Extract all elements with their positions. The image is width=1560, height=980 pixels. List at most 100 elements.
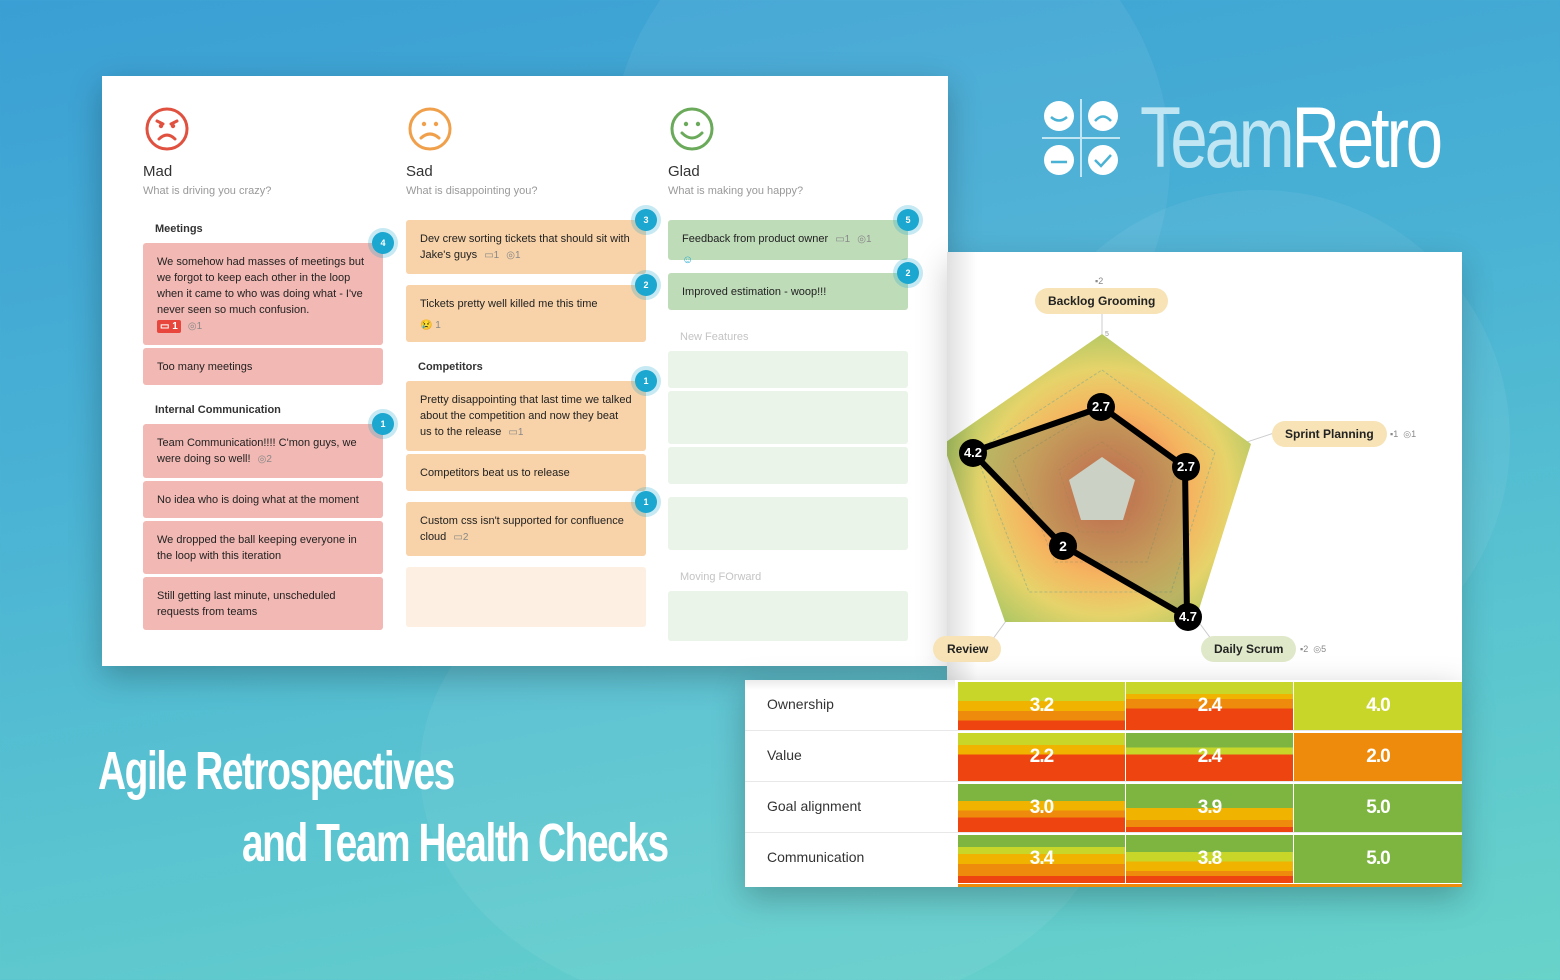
- comment-count[interactable]: ▭1: [508, 427, 524, 438]
- heat-cell[interactable]: 2.2: [958, 733, 1125, 781]
- heat-cell[interactable]: 3.0: [958, 784, 1125, 832]
- radar-meta[interactable]: ▪2 ◎5: [1300, 644, 1327, 654]
- radar-axis-sprint-planning[interactable]: Sprint Planning: [1272, 421, 1387, 447]
- group-title[interactable]: Competitors: [418, 361, 483, 373]
- angry-face-icon: [145, 107, 189, 151]
- heat-cell[interactable]: 5.0: [1294, 835, 1462, 883]
- panel-shadow: [947, 252, 977, 682]
- radar-meta[interactable]: ▪1 ◎1: [1390, 429, 1417, 439]
- placeholder-card: [668, 351, 908, 388]
- retro-card[interactable]: Still getting last minute, unscheduled r…: [143, 577, 383, 630]
- logo-mark-icon: [1042, 99, 1120, 177]
- health-row[interactable]: Goal alignment 3.0 3.9 5.0: [745, 782, 1462, 833]
- health-check-table: Ownership 3.2 2.4 4.0 Value 2.2 2.4 2.0 …: [745, 680, 1462, 887]
- vote-badge[interactable]: 5: [897, 209, 919, 231]
- row-label: Communication: [767, 849, 865, 865]
- column-glad: Glad What is making you happy? Feedback …: [668, 106, 919, 644]
- svg-text:5: 5: [1105, 331, 1109, 338]
- comment-count[interactable]: ▭2: [453, 532, 469, 543]
- column-subtitle: What is disappointing you?: [406, 185, 538, 197]
- retro-card[interactable]: Competitors beat us to release: [406, 454, 646, 491]
- retro-board: Mad What is driving you crazy? Meetings …: [102, 76, 948, 666]
- happy-face-icon: [670, 107, 714, 151]
- heat-cell[interactable]: 2.4: [1126, 733, 1293, 781]
- heat-cell[interactable]: 5.0: [1294, 784, 1462, 832]
- retro-card[interactable]: Improved estimation - woop!!! 2: [668, 262, 919, 310]
- heat-cell[interactable]: 2.0: [1294, 733, 1462, 781]
- row-label: Value: [767, 747, 802, 763]
- retro-card[interactable]: We somehow had masses of meetings but we…: [143, 232, 394, 345]
- column-mad: Mad What is driving you crazy? Meetings …: [143, 106, 394, 633]
- group-title[interactable]: Moving FOrward: [680, 571, 762, 583]
- radar-axis-backlog-grooming[interactable]: Backlog Grooming: [1035, 288, 1169, 314]
- brand-name: TeamRetro: [1140, 90, 1443, 186]
- retro-card[interactable]: Pretty disappointing that last time we t…: [406, 370, 657, 451]
- placeholder-card: [668, 591, 908, 641]
- radar-axis-review[interactable]: Review: [933, 636, 1002, 662]
- heat-cell[interactable]: 4.0: [1294, 682, 1462, 730]
- retro-card[interactable]: Team Communication!!!! C'mon guys, we we…: [143, 413, 394, 478]
- reaction-count[interactable]: 😢 1: [420, 320, 441, 331]
- retro-card[interactable]: Tickets pretty well killed me this time …: [406, 274, 657, 342]
- comment-count[interactable]: ▭1: [835, 234, 851, 245]
- row-label: Ownership: [767, 696, 834, 712]
- check-count[interactable]: ◎1: [187, 321, 203, 332]
- retro-card[interactable]: No idea who is doing what at the moment: [143, 481, 383, 518]
- retro-card[interactable]: We dropped the ball keeping everyone in …: [143, 521, 383, 574]
- column-sad: Sad What is disappointing you? Dev crew …: [406, 106, 657, 630]
- placeholder-card: [668, 447, 908, 484]
- shadow: [745, 680, 955, 690]
- column-title: Glad: [668, 163, 700, 180]
- tagline-line2: and Team Health Checks: [242, 813, 669, 873]
- vote-badge[interactable]: 2: [635, 274, 657, 296]
- health-row[interactable]: Communication 3.4 3.8 5.0: [745, 833, 1462, 883]
- vote-badge[interactable]: 2: [897, 262, 919, 284]
- heat-cell[interactable]: 2.4: [1126, 682, 1293, 730]
- retro-card[interactable]: Dev crew sorting tickets that should sit…: [406, 209, 657, 274]
- heat-cell[interactable]: 3.9: [1126, 784, 1293, 832]
- vote-badge[interactable]: 4: [372, 232, 394, 254]
- radar-value-fifth: 4.2: [959, 439, 987, 467]
- retro-card[interactable]: Feedback from product owner ▭1 ◎1 ☺ 5: [668, 209, 919, 266]
- heat-cell[interactable]: 3.8: [1126, 835, 1293, 883]
- column-subtitle: What is driving you crazy?: [143, 185, 272, 197]
- health-row[interactable]: Value 2.2 2.4 2.0: [745, 731, 1462, 782]
- comment-count[interactable]: ▭1: [484, 250, 500, 261]
- comment-count-badge[interactable]: ▭ 1: [157, 320, 181, 333]
- vote-badge[interactable]: 1: [635, 491, 657, 513]
- vote-badge[interactable]: 3: [635, 209, 657, 231]
- vote-badge[interactable]: 1: [372, 413, 394, 435]
- column-title: Sad: [406, 163, 433, 180]
- check-count[interactable]: ◎1: [506, 250, 521, 261]
- radar-value-daily: 4.7: [1174, 603, 1202, 631]
- radar-chart: 5: [947, 300, 1278, 648]
- add-reaction-icon[interactable]: ☺: [682, 254, 694, 266]
- heat-cell[interactable]: 3.2: [958, 682, 1125, 730]
- radar-chart-panel: 5 2.7 2.7 4.7 2 4.2 ▪2 Backlog Grooming …: [933, 252, 1462, 682]
- check-count[interactable]: ◎1: [857, 234, 872, 245]
- row-label: Goal alignment: [767, 798, 862, 814]
- radar-value-backlog: 2.7: [1087, 393, 1115, 421]
- group-title[interactable]: Meetings: [155, 223, 203, 235]
- column-title: Mad: [143, 163, 173, 180]
- sad-face-icon: [408, 107, 452, 151]
- tagline-line1: Agile Retrospectives: [98, 741, 455, 801]
- radar-axis-daily-scrum[interactable]: Daily Scrum: [1201, 636, 1297, 662]
- radar-value-review: 2: [1049, 532, 1077, 560]
- group-title[interactable]: New Features: [680, 331, 749, 343]
- vote-badge[interactable]: 1: [635, 370, 657, 392]
- teamretro-logo: TeamRetro: [1042, 90, 1525, 186]
- health-row[interactable]: Ownership 3.2 2.4 4.0: [745, 680, 1462, 731]
- retro-card[interactable]: Custom css isn't supported for confluenc…: [406, 491, 657, 556]
- radar-value-sprint: 2.7: [1172, 453, 1200, 481]
- group-title[interactable]: Internal Communication: [155, 404, 281, 416]
- retro-card[interactable]: Too many meetings: [143, 348, 383, 385]
- check-count[interactable]: ◎2: [257, 454, 272, 465]
- placeholder-card: [406, 567, 646, 627]
- radar-comments[interactable]: ▪2: [1095, 276, 1104, 286]
- column-subtitle: What is making you happy?: [668, 185, 804, 197]
- placeholder-card: [668, 497, 908, 550]
- placeholder-card: [668, 391, 908, 444]
- heat-cell[interactable]: 3.4: [958, 835, 1125, 883]
- next-row-edge: [958, 884, 1462, 887]
